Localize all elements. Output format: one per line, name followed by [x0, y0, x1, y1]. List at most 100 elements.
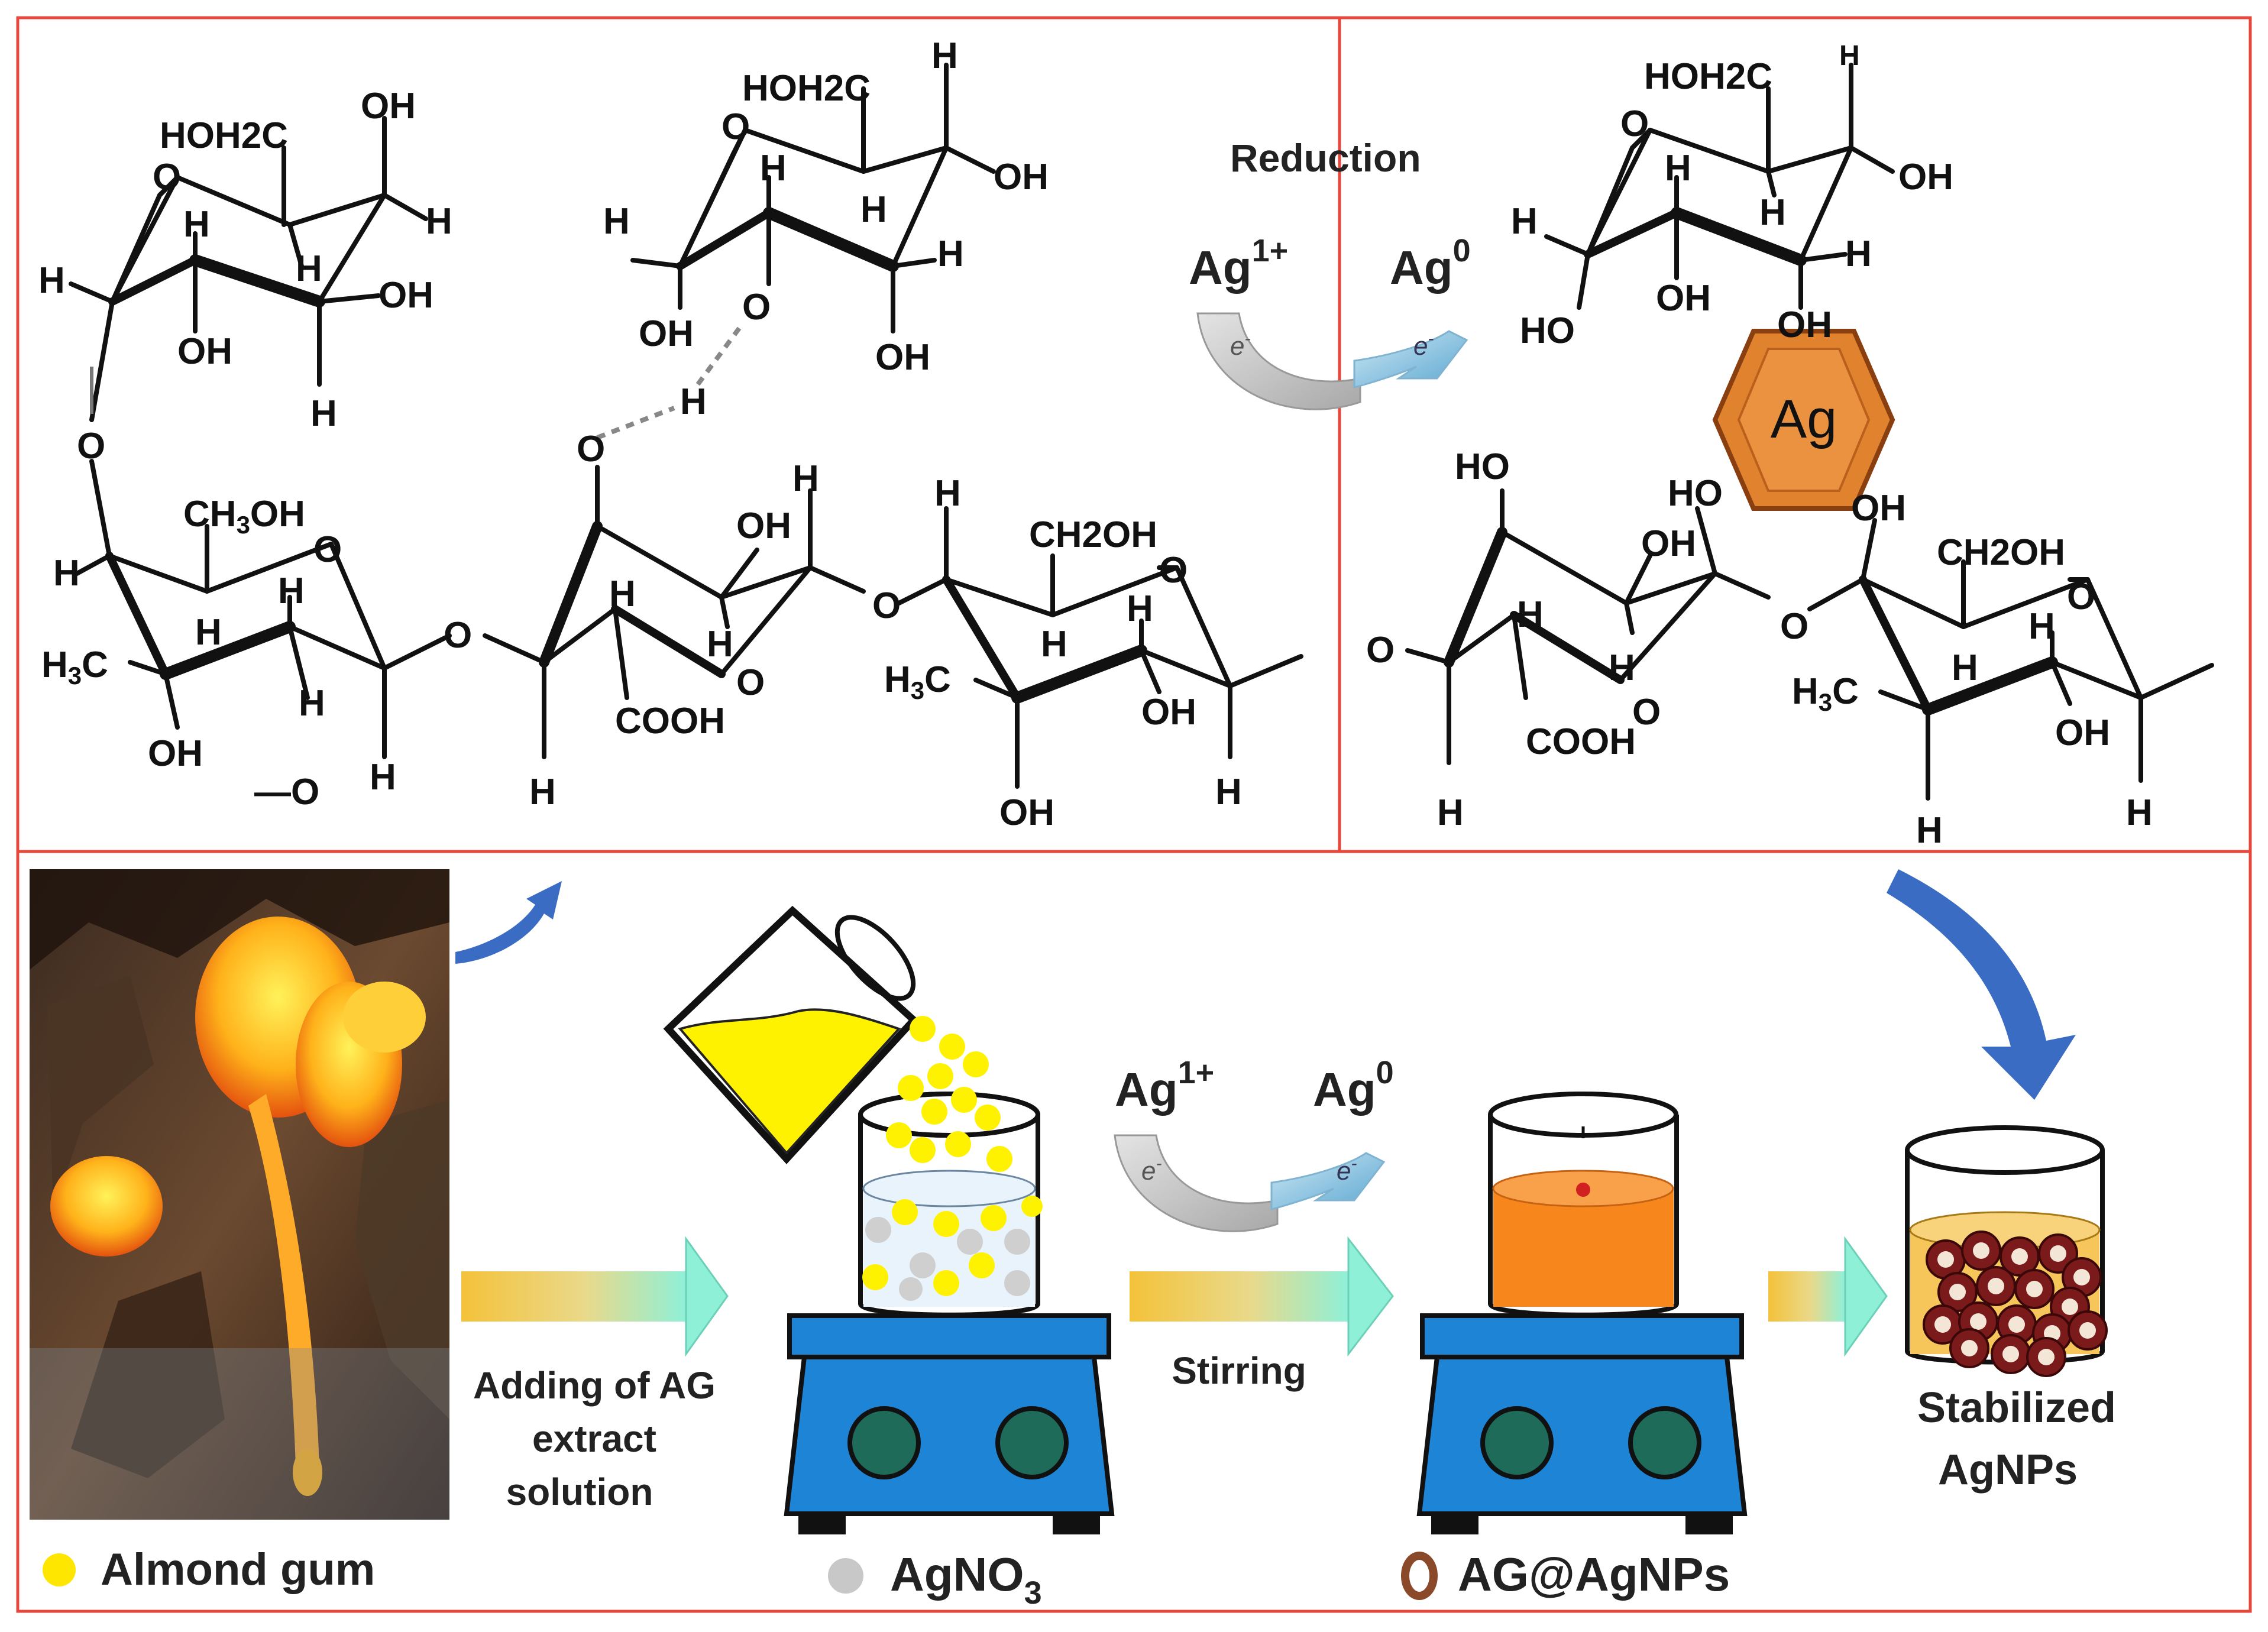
- ag-metal-label-top: Ag0: [1390, 233, 1471, 294]
- label-h: H: [370, 757, 396, 798]
- label-o: O: [1632, 692, 1661, 733]
- gum-structure-left: [69, 63, 1303, 789]
- label-h: H: [1665, 148, 1691, 189]
- flow-arrow-3: [1768, 1236, 1888, 1357]
- label-h: H: [195, 612, 222, 653]
- nanoparticle-core: [2002, 1346, 2019, 1362]
- label-ho: HO: [1668, 473, 1723, 514]
- ag-nanoparticle-hexagon: Ag: [1712, 329, 1895, 511]
- label-h: H: [1916, 810, 1943, 851]
- outer-frame: [16, 16, 2252, 1613]
- label-h: H: [53, 553, 80, 594]
- nanoparticle-core: [2062, 1299, 2078, 1315]
- label-oh: OH: [2055, 713, 2110, 753]
- legend-marker-agno3: [828, 1558, 863, 1594]
- nanoparticle-core: [1970, 1313, 1986, 1330]
- label-o: O: [2067, 577, 2095, 617]
- label-h: H: [792, 458, 819, 499]
- label-h: H: [426, 201, 452, 242]
- label-h: H: [278, 571, 305, 611]
- label-h: H: [296, 248, 322, 289]
- label-h: H: [2126, 792, 2153, 833]
- label-cooh: COOH: [1526, 721, 1636, 762]
- label-ch3oh: CH3OH: [183, 494, 305, 539]
- nanoparticle-core: [1949, 1284, 1966, 1300]
- step1-label-line1: Adding of AG: [473, 1364, 716, 1407]
- label-o: O: [313, 529, 342, 570]
- label-h: H: [707, 624, 733, 665]
- label-o: O: [722, 106, 750, 147]
- step-labels: Adding of AG extract solution Stirring S…: [473, 1349, 2116, 1513]
- label-hoh2c-2: HOH2C: [742, 68, 871, 109]
- reduction-arrow-top: [1196, 312, 1468, 410]
- label-h: H: [937, 234, 964, 274]
- label-h: H: [1041, 624, 1067, 665]
- label-oh: OH: [148, 733, 203, 774]
- label-oh: OH: [361, 86, 416, 127]
- label-o: O: [1780, 606, 1808, 647]
- label-o: O: [872, 585, 901, 626]
- nanoparticle-core: [1937, 1251, 1954, 1268]
- ag-ion-label-top: Ag1+: [1189, 233, 1288, 294]
- label-oh: OH: [1141, 692, 1196, 733]
- magnetic-stirrer-1: [784, 1313, 1115, 1534]
- label-h: H: [760, 148, 787, 189]
- beaker-orange: [1488, 1092, 1679, 1317]
- label-h: H: [1127, 588, 1153, 629]
- nanoparticle-core: [2011, 1248, 2028, 1265]
- nanoparticle-core: [1934, 1316, 1951, 1333]
- almond-gum-photo: [30, 869, 449, 1520]
- magnetic-stirrer-2: [1416, 1313, 1748, 1534]
- electron-gray-bottom: e-: [1141, 1154, 1161, 1186]
- final-label-line1: Stabilized: [1917, 1384, 2116, 1432]
- nanoparticle-core: [2008, 1316, 2025, 1333]
- flow-arrow-2: [1130, 1236, 1394, 1357]
- label-h: H: [860, 189, 887, 230]
- label-oh: OH: [1641, 523, 1696, 564]
- label-h: H: [1511, 201, 1538, 242]
- label-o: O: [153, 157, 181, 197]
- flow-arrow-1: [461, 1236, 729, 1357]
- reduction-label: Reduction: [1230, 136, 1421, 180]
- label-ch2oh: CH2OH: [1937, 532, 2065, 573]
- label-h: H: [603, 201, 630, 242]
- ag-hexagon-label: Ag: [1771, 389, 1837, 449]
- nanoparticle-core: [2038, 1349, 2055, 1365]
- label-o: O: [1159, 550, 1188, 591]
- electron-blue-top: e-: [1413, 329, 1434, 361]
- nanoparticle-core: [1973, 1242, 1989, 1259]
- label-oh: OH: [736, 506, 791, 546]
- label-oh: OH: [875, 337, 930, 378]
- gum-structure-right: [1405, 63, 2214, 801]
- label-oh: OH: [999, 792, 1054, 833]
- label-ch2oh: CH2OH: [1029, 514, 1157, 555]
- label-h: H: [1437, 792, 1464, 833]
- curved-arrow-photo: [455, 881, 562, 964]
- label-h: H: [931, 35, 958, 76]
- label-cooh: COOH: [615, 701, 725, 741]
- label-h: H: [680, 381, 707, 422]
- hydrogen-bond-dashes: [596, 326, 742, 440]
- nanoparticle-core: [2073, 1269, 2090, 1285]
- label-oh: OH: [1898, 157, 1953, 197]
- legend-marker-agnps: [1401, 1552, 1438, 1600]
- label-oh: OH: [994, 157, 1049, 197]
- label-ho: HO: [1455, 446, 1510, 487]
- legend-marker-almond-gum: [43, 1553, 76, 1586]
- legend-label-agno3: AgNO3: [890, 1548, 1042, 1611]
- label-hoh2c-3: HOH2C: [1644, 56, 1772, 97]
- nanoparticle-cluster: [1923, 1231, 2108, 1377]
- label-h: H: [299, 683, 325, 724]
- label-oh: OH: [177, 331, 232, 372]
- label-h: H: [1759, 192, 1786, 233]
- step2-label: Stirring: [1172, 1349, 1306, 1392]
- label-h: H: [38, 260, 65, 301]
- nanoparticle-core: [2050, 1245, 2066, 1262]
- label-oh: OH: [1656, 278, 1711, 319]
- label-h: H: [1839, 40, 1860, 72]
- label-h: H: [1517, 594, 1544, 635]
- nanoparticle-core: [1961, 1340, 1978, 1356]
- legend-label-almond-gum: Almond gum: [101, 1544, 375, 1595]
